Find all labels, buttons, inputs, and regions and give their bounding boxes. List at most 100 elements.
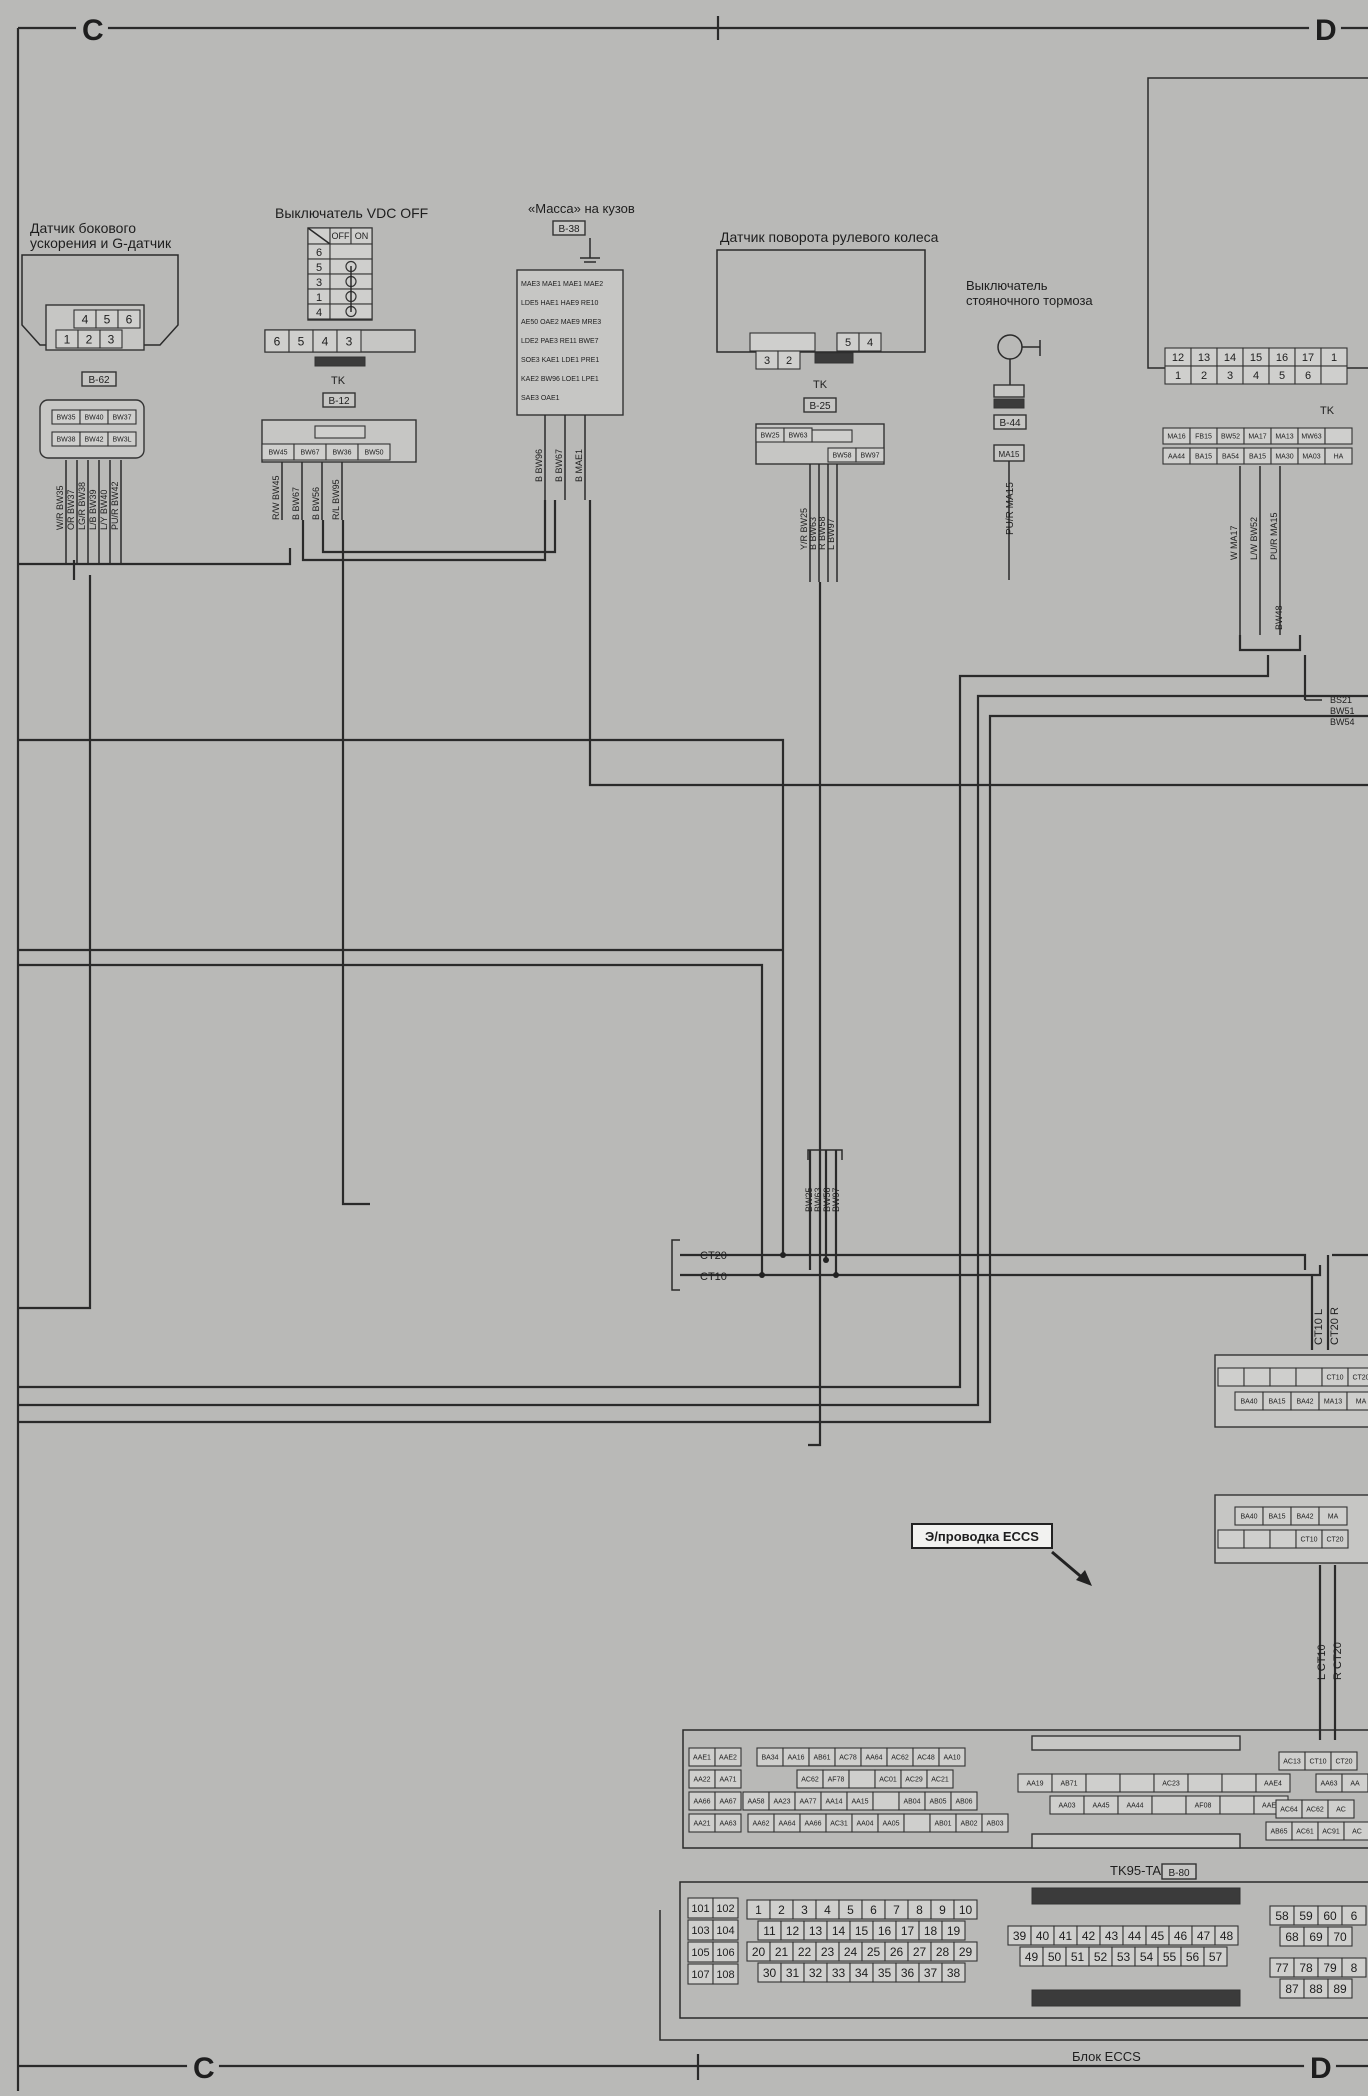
ct-right-label-1: CT10 L bbox=[1313, 1309, 1325, 1345]
mid-upper-label: MA13 bbox=[1324, 1399, 1342, 1406]
eccs-block-pin-label: 42 bbox=[1082, 1929, 1096, 1943]
eccs-upper-label: AC62 bbox=[801, 1777, 819, 1784]
ct-bundle-label: BW58 bbox=[822, 1187, 832, 1212]
mid-lower-label: BA40 bbox=[1240, 1514, 1257, 1521]
eccs-block-pin-label: 16 bbox=[878, 1924, 892, 1938]
eccs-block-pin-label: 34 bbox=[855, 1966, 869, 1980]
zone-border: C D C D bbox=[16, 12, 1368, 2091]
unit-top-right-housing bbox=[1147, 77, 1368, 369]
vdc-pin-label: 6 bbox=[274, 334, 281, 348]
unit-pin-label: 1 bbox=[1175, 370, 1181, 382]
body-ground-row: LDE5 HAE1 HAE9 RE10 bbox=[521, 300, 599, 307]
steering-conn-label: BW58 bbox=[832, 453, 851, 460]
eccs-block-pair-label: 104 bbox=[716, 1925, 734, 1937]
eccs-upper-label: AA04 bbox=[856, 1821, 873, 1828]
unit-conn-label: MA16 bbox=[1167, 434, 1185, 441]
vdc-table-row-label: 5 bbox=[316, 262, 322, 274]
vdc-table-header-label: ON bbox=[355, 231, 369, 241]
eccs-upper-label: AC01 bbox=[879, 1777, 897, 1784]
eccs-block-pin-label: 53 bbox=[1117, 1950, 1131, 1964]
zone-marker-bottom-left: C bbox=[193, 2052, 215, 2085]
eccs-mid-label: AF08 bbox=[1195, 1803, 1212, 1810]
vdc-wire-label: B BW56 bbox=[311, 487, 321, 520]
eccs-upper-cell bbox=[950, 1791, 978, 1811]
vdc-conn-label: BW50 bbox=[364, 450, 383, 457]
eccs-block-pin-label: 39 bbox=[1013, 1929, 1027, 1943]
mid-lower-label: MA bbox=[1328, 1514, 1339, 1521]
eccs-block-pair-cell bbox=[712, 1897, 739, 1919]
steering-sensor-housing bbox=[716, 249, 926, 353]
eccs-block-pin-label: 43 bbox=[1105, 1929, 1119, 1943]
eccs-block-pin-label: 40 bbox=[1036, 1929, 1050, 1943]
wire-runs bbox=[18, 500, 1368, 1740]
eccs-left-cell bbox=[714, 1747, 742, 1767]
unit-pin-label: 1 bbox=[1331, 352, 1337, 364]
unit-pin-label: 2 bbox=[1201, 370, 1207, 382]
eccs-block-pin-cell bbox=[1327, 1978, 1353, 1999]
eccs-block-pin-label: 2 bbox=[778, 1903, 785, 1917]
eccs-block-pair-label: 105 bbox=[691, 1947, 709, 1959]
mid-lower-wire-1: L CT10 bbox=[1316, 1644, 1328, 1680]
eccs-block-pin-label: 11 bbox=[763, 1924, 776, 1938]
g-sensor-conn-label: BW42 bbox=[84, 437, 103, 444]
unit-conn-label: BA54 bbox=[1222, 454, 1239, 461]
eccs-upper-label: AC78 bbox=[839, 1755, 857, 1762]
vdc-conn-cell bbox=[357, 443, 391, 461]
body-ground: «Масса» на кузов B-38 MAE3 MAE1 MAE1 MAE… bbox=[516, 201, 635, 500]
unit-conn-label: MA30 bbox=[1275, 454, 1293, 461]
unit-side-wire: BS21 bbox=[1330, 695, 1352, 705]
body-ground-wire-label: B BW67 bbox=[554, 449, 564, 482]
eccs-right-label: AC13 bbox=[1283, 1759, 1301, 1766]
mid-lower-cell bbox=[1321, 1529, 1349, 1549]
eccs-right-label: AC bbox=[1336, 1807, 1346, 1814]
eccs-upper-label: AA62 bbox=[752, 1821, 769, 1828]
eccs-block-pin-label: 58 bbox=[1275, 1909, 1289, 1923]
steering-conn-cell bbox=[783, 427, 813, 443]
eccs-upper-cell bbox=[926, 1769, 954, 1789]
eccs-block-pin-label: 38 bbox=[947, 1966, 961, 1980]
eccs-block-pin-label: 19 bbox=[947, 1924, 961, 1938]
eccs-block-pin-label: 49 bbox=[1025, 1950, 1039, 1964]
eccs-block-pin-label: 51 bbox=[1071, 1950, 1085, 1964]
ct-wire-ct10: CT10 bbox=[700, 1271, 727, 1283]
eccs-block-pin-cell bbox=[941, 1962, 966, 1983]
steering-pin-cell bbox=[858, 332, 882, 352]
eccs-block-pin-label: 8 bbox=[916, 1903, 923, 1917]
eccs-right-label: CT10 bbox=[1309, 1759, 1326, 1766]
eccs-block-pin-label: 87 bbox=[1285, 1982, 1299, 1996]
eccs-block-pin-label: 27 bbox=[913, 1945, 927, 1959]
g-sensor-pin-label: 5 bbox=[104, 312, 111, 326]
steering-pin-latch bbox=[814, 352, 854, 364]
vdc-conn-label: BW36 bbox=[332, 450, 351, 457]
unit-conn-cell bbox=[1324, 427, 1353, 445]
eccs-block-pair-label: 102 bbox=[716, 1903, 734, 1915]
eccs-upper-label: AB05 bbox=[929, 1799, 946, 1806]
body-ground-row: LDE2 PAE3 RE11 BWE7 bbox=[521, 338, 599, 345]
zone-marker-bottom-right: D bbox=[1310, 2052, 1332, 2085]
eccs-upper-label: AB06 bbox=[955, 1799, 972, 1806]
g-sensor-conn-cell bbox=[107, 431, 137, 447]
eccs-block-pin-cell bbox=[953, 1941, 978, 1962]
mid-upper-label: CT20 bbox=[1352, 1375, 1368, 1382]
steering-pin-cell bbox=[777, 350, 801, 370]
g-sensor-wire-label: LG/R BW38 bbox=[77, 482, 87, 530]
eccs-block-pin-label: 36 bbox=[901, 1966, 915, 1980]
eccs-mid-label: AC23 bbox=[1162, 1781, 1180, 1788]
eccs-block-pin-label: 54 bbox=[1140, 1950, 1154, 1964]
eccs-right-label: AB65 bbox=[1270, 1829, 1287, 1836]
g-sensor-pin-label: 3 bbox=[108, 332, 115, 346]
eccs-left-cell bbox=[714, 1813, 742, 1833]
eccs-block-pin-label: 15 bbox=[855, 1924, 869, 1938]
body-ground-row: AE50 OAE2 MAE9 MRE3 bbox=[521, 319, 601, 326]
eccs-upper-label: AA23 bbox=[773, 1799, 790, 1806]
eccs-mid-label: AA19 bbox=[1026, 1781, 1043, 1788]
unit-pin-label: 16 bbox=[1276, 352, 1288, 364]
eccs-upper-label: AA15 bbox=[851, 1799, 868, 1806]
eccs-right-cell bbox=[1330, 1751, 1358, 1771]
steering-wire-label: B BW63 bbox=[808, 517, 818, 550]
unit-conn-label: FB15 bbox=[1195, 434, 1212, 441]
unit-conn-label: BA15 bbox=[1249, 454, 1266, 461]
eccs-block-pin-label: 46 bbox=[1174, 1929, 1188, 1943]
